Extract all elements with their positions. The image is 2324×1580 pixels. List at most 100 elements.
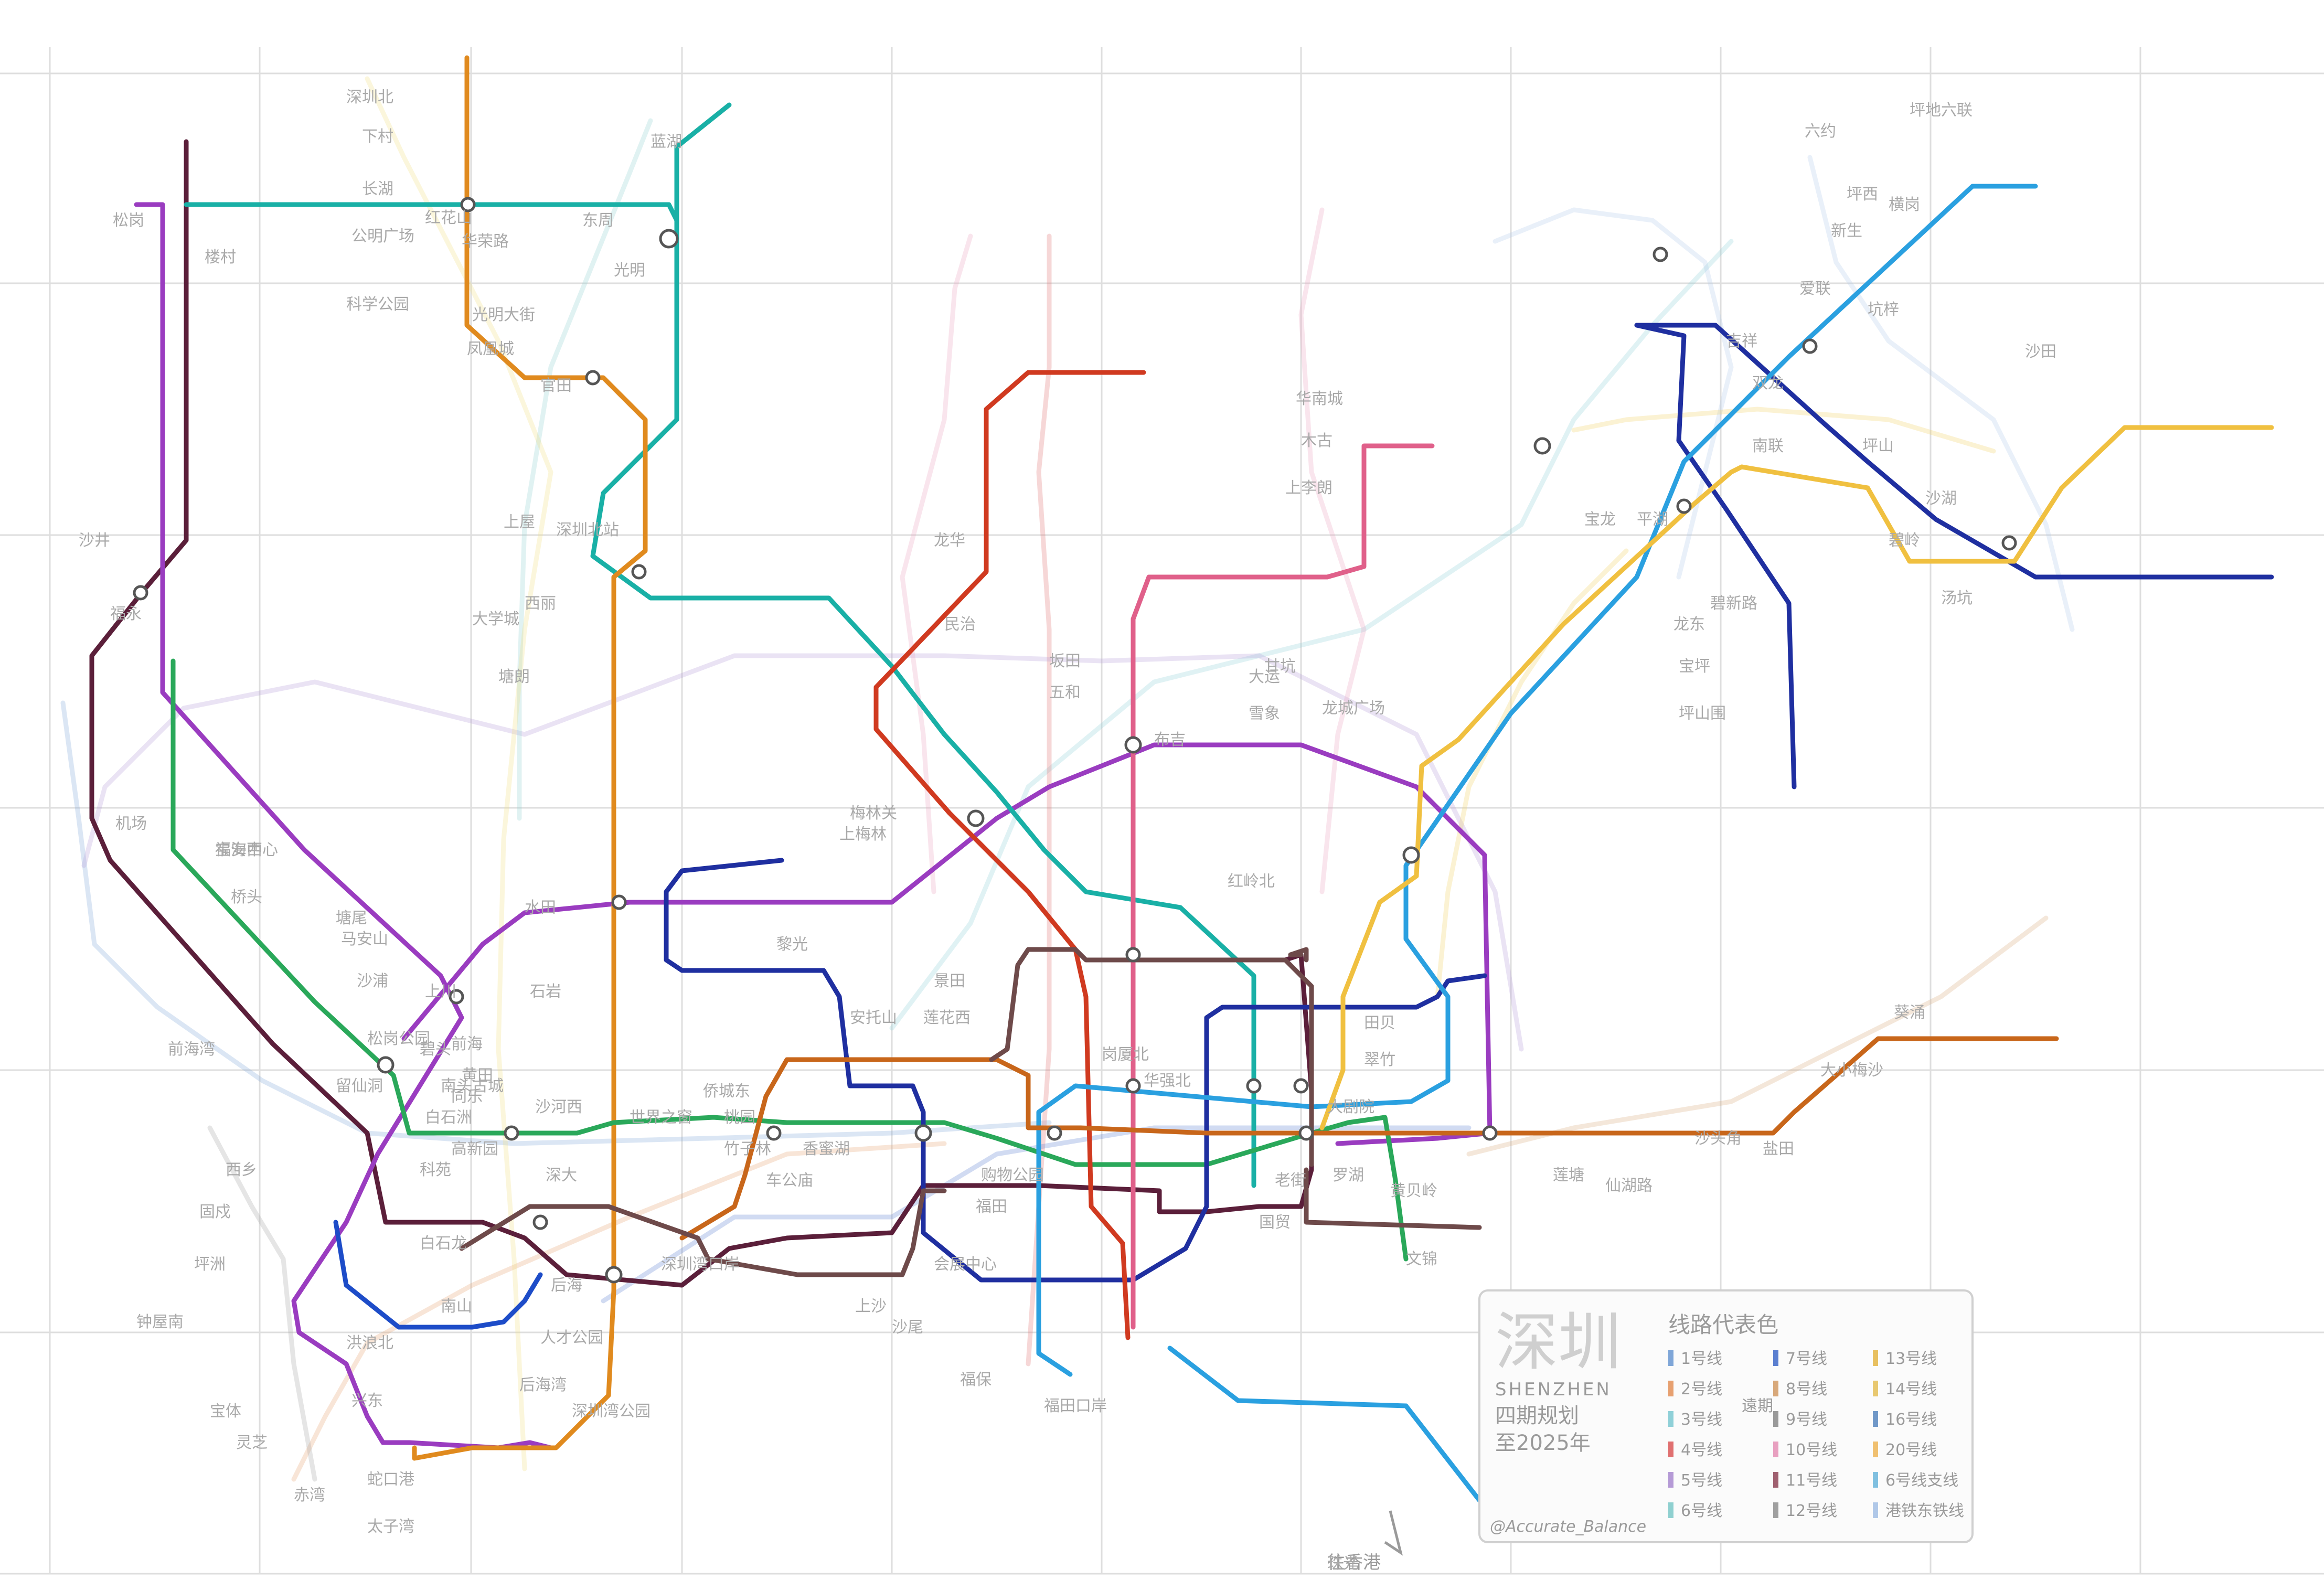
station-label: 会展中心 xyxy=(934,1255,997,1274)
station-label: 红岭北 xyxy=(1228,872,1275,891)
station-label: 深大 xyxy=(546,1166,577,1184)
station-label: 国贸 xyxy=(1259,1213,1291,1232)
station-label: 福保 xyxy=(960,1371,992,1389)
station-label: 长湖 xyxy=(362,180,393,198)
station-label: 凤凰城 xyxy=(467,340,514,358)
station-label: 洪浪北 xyxy=(346,1334,393,1352)
legend-item-label: 12号线 xyxy=(1786,1502,1837,1520)
station-label: 坪山围 xyxy=(1679,704,1726,723)
station-interchange xyxy=(532,1214,548,1230)
station-label: 五和 xyxy=(1049,684,1081,702)
station-label: 后海 xyxy=(551,1276,582,1295)
line-pink xyxy=(1131,443,1435,1330)
legend-items: 1号线2号线3号线4号线5号线6号线7号线8号线9号线10号线11号线12号线1… xyxy=(1668,1350,1964,1520)
station-label: 沙浦 xyxy=(357,972,388,990)
station-interchange xyxy=(1246,1078,1262,1094)
station-label: 竹子林 xyxy=(724,1140,771,1158)
station-label: 福田 xyxy=(976,1198,1007,1216)
metro-lines xyxy=(89,55,2274,1503)
legend-item-label: 7号线 xyxy=(1786,1350,1827,1368)
station-label: 景田 xyxy=(934,972,965,990)
station-label: 灵芝 xyxy=(236,1434,268,1452)
station-interchange xyxy=(504,1125,519,1141)
line-burnt xyxy=(679,1036,2059,1241)
station-interchange xyxy=(1298,1125,1314,1141)
line-sky xyxy=(1036,184,2038,1408)
interchange-markers xyxy=(133,197,2017,1284)
station-label: 马安山 xyxy=(341,930,388,948)
station-label: 碧头 xyxy=(420,1040,451,1059)
station-label: 宝安中心 xyxy=(215,841,278,859)
station-interchange xyxy=(460,197,476,212)
station-label: 宝体 xyxy=(210,1402,241,1421)
station-interchange xyxy=(1047,1125,1062,1141)
station-label: 太子湾 xyxy=(367,1518,414,1536)
line-teal xyxy=(184,202,1256,1188)
legend-city: 深圳 xyxy=(1495,1306,1621,1379)
legend-item-label: 9号线 xyxy=(1786,1411,1827,1429)
legend-year: 至2025年 xyxy=(1495,1431,1591,1455)
line-violet-west xyxy=(134,202,553,1450)
station-label: 南联 xyxy=(1752,437,1784,455)
station-label: 深圳湾公园 xyxy=(572,1402,651,1421)
legend-item-label: 10号线 xyxy=(1786,1441,1837,1459)
line-violet-east xyxy=(401,742,1493,1146)
station-interchange xyxy=(631,564,647,580)
station-label: 赤湾 xyxy=(294,1486,325,1504)
station-label: 六约 xyxy=(1805,122,1836,141)
station-label: 兴东 xyxy=(351,1392,383,1410)
legend-item-label: 2号线 xyxy=(1681,1380,1722,1398)
station-label: 沙田 xyxy=(2025,343,2056,361)
station-interchange xyxy=(611,894,627,910)
station-label: 老街 xyxy=(1275,1171,1306,1190)
station-label: 大学城 xyxy=(472,610,519,628)
legend-swatch xyxy=(1773,1350,1778,1366)
station-label: 葵涌 xyxy=(1894,1003,1925,1022)
station-label: 莲花西 xyxy=(923,1009,971,1027)
legend-swatch xyxy=(1873,1502,1878,1518)
station-label: 石岩 xyxy=(530,983,561,1001)
station-interchange xyxy=(605,1266,623,1284)
station-label: 木古 xyxy=(1301,432,1332,450)
station-label: 新生 xyxy=(1831,222,1862,240)
station-label: 水田 xyxy=(525,899,556,917)
legend-subtitle: 四期规划 xyxy=(1495,1404,1579,1428)
line-navy-east xyxy=(1634,323,2274,580)
station-label: 仙湖路 xyxy=(1605,1177,1653,1195)
station-interchange xyxy=(659,229,679,249)
station-interchange xyxy=(2001,535,2017,551)
station-label: 珠光 xyxy=(1327,1554,1359,1573)
station-label: 爱联 xyxy=(1799,280,1831,298)
station-label: 桥头 xyxy=(231,888,262,906)
station-label: 坑梓 xyxy=(1868,301,1899,319)
station-label: 科苑 xyxy=(420,1161,451,1179)
station-label: 官田 xyxy=(540,377,572,395)
station-label: 盐田 xyxy=(1763,1140,1794,1158)
legend-swatch xyxy=(1668,1381,1673,1396)
legend-item-label: 14号线 xyxy=(1885,1380,1937,1398)
station-label: 留仙洞 xyxy=(336,1077,383,1095)
line-gold xyxy=(1319,425,2274,1130)
station-label: 购物公园 xyxy=(981,1166,1044,1184)
legend-credit: @Accurate_Balance xyxy=(1490,1518,1646,1536)
station-label: 沙河西 xyxy=(535,1098,582,1116)
station-interchange xyxy=(1676,498,1692,514)
station-label: 吉祥 xyxy=(1726,332,1757,350)
line-navy xyxy=(664,858,1487,1283)
station-label: 大小梅沙 xyxy=(1820,1061,1883,1080)
station-label: 翠竹 xyxy=(1364,1051,1395,1069)
station-label: 安托山 xyxy=(850,1009,897,1027)
line-green xyxy=(170,658,1409,1262)
station-label: 岗厦北 xyxy=(1102,1045,1149,1064)
legend-swatch xyxy=(1668,1472,1673,1488)
legend-item-label: 13号线 xyxy=(1885,1350,1937,1368)
station-label: 同乐 xyxy=(451,1087,483,1106)
station-label: 西丽 xyxy=(525,594,556,613)
station-interchange xyxy=(1124,736,1142,754)
station-interchange xyxy=(967,809,985,827)
legend: 深圳 SHENZHEN 四期规划 至2025年 线路代表色 @Accurate_… xyxy=(1478,1289,1974,1543)
line-teal-branch xyxy=(674,102,732,223)
legend-swatch xyxy=(1773,1472,1778,1488)
station-interchange xyxy=(914,1124,932,1142)
